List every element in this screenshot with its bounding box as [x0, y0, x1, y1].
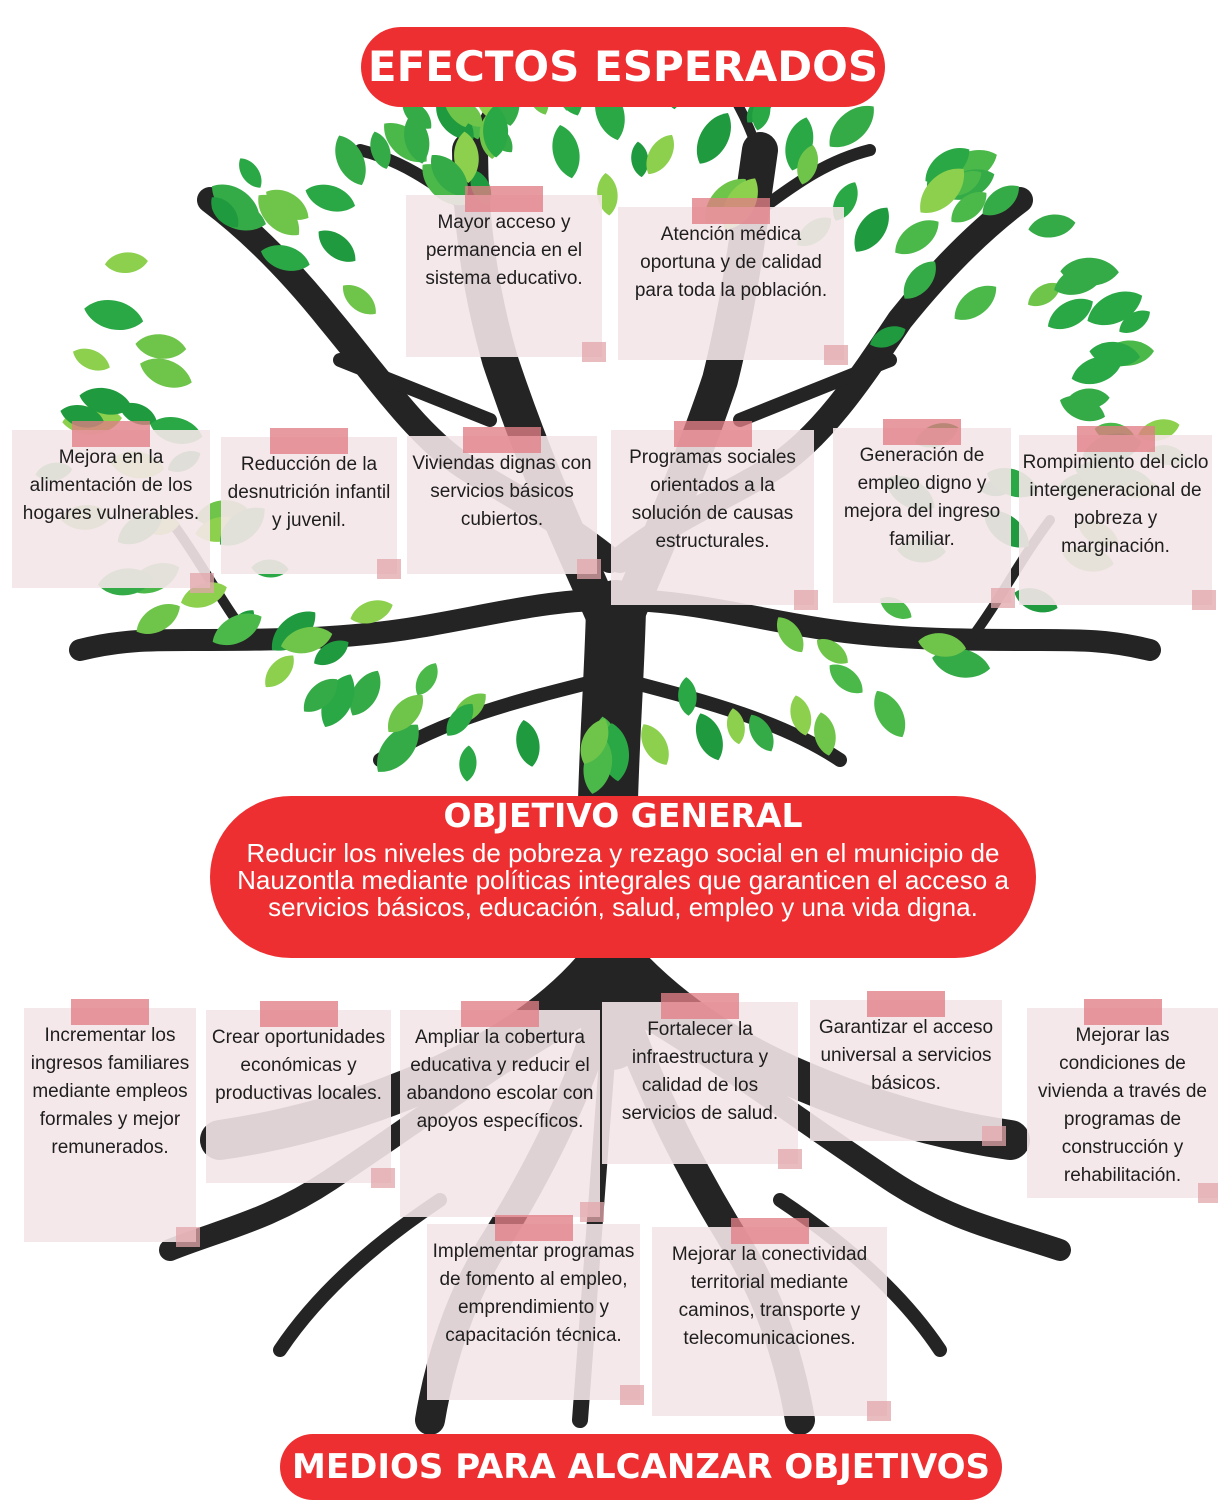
leaf	[335, 135, 366, 186]
leaf	[1028, 214, 1076, 238]
leaf	[415, 663, 438, 696]
leaf	[918, 633, 967, 657]
leaf	[388, 695, 423, 732]
leaf	[211, 197, 239, 228]
leaf	[457, 100, 483, 127]
leaf	[314, 640, 349, 665]
leaf	[280, 626, 333, 654]
means-note: Implementar programas de fomento al empl…	[427, 1215, 644, 1405]
leaf	[104, 252, 148, 273]
leaf	[349, 670, 381, 716]
general-objective-text: Reducir los niveles de pobreza y rezago …	[237, 838, 1009, 922]
leaf	[1066, 388, 1110, 409]
leaf	[212, 613, 262, 646]
leaf	[321, 674, 355, 728]
leaf	[343, 285, 376, 315]
leaf	[870, 326, 906, 348]
leaf	[459, 745, 477, 782]
leaf	[895, 220, 939, 255]
effect-note: Mayor acceso y permanencia en el sistema…	[406, 186, 606, 362]
leaf	[790, 695, 812, 736]
means-note: Crear oportunidades económicas y product…	[206, 1001, 395, 1188]
leaf	[777, 617, 804, 653]
means-note: Incrementar los ingresos familiares medi…	[24, 999, 200, 1247]
leaf	[920, 168, 965, 213]
means-note: Ampliar la cobertura educativa y reducir…	[400, 1001, 604, 1222]
leaf	[136, 604, 180, 634]
leaf	[814, 712, 836, 756]
leaf	[982, 185, 1019, 216]
means-note: Garantizar el acceso universal a servici…	[810, 991, 1006, 1146]
leaf	[318, 230, 356, 262]
general-objective-title: OBJETIVO GENERAL	[443, 796, 803, 835]
leaf	[726, 708, 745, 745]
leaf	[265, 655, 294, 688]
effect-note: Generación de empleo digno y mejora del …	[833, 419, 1015, 608]
leaf	[678, 677, 697, 716]
means-note: Mejorar las condiciones de vivienda a tr…	[1027, 999, 1218, 1203]
leaf	[797, 145, 818, 185]
leaf	[483, 105, 509, 158]
leaf	[749, 714, 774, 752]
leaf	[303, 678, 338, 712]
leaf	[260, 245, 310, 271]
effect-note: Reducción de la desnutrición infantil y …	[221, 428, 401, 579]
leaf	[631, 141, 649, 178]
means-note: Mejorar la conectividad territorial medi…	[652, 1218, 891, 1421]
leaf	[370, 131, 391, 169]
leaf	[816, 639, 848, 664]
leaf	[696, 713, 723, 761]
means-note: Fortalecer la infraestructura y calidad …	[602, 993, 802, 1169]
leaf	[954, 285, 997, 320]
leaf	[239, 158, 262, 188]
leaf	[1028, 283, 1061, 306]
leaf	[222, 187, 248, 215]
leaf	[903, 261, 936, 299]
leaf	[79, 387, 132, 415]
leaf	[140, 358, 192, 388]
leaf	[641, 724, 669, 765]
leaf	[271, 611, 316, 651]
general-objective-box: OBJETIVO GENERAL Reducir los niveles de …	[210, 796, 1036, 958]
leaf	[1087, 291, 1143, 326]
leaf	[951, 192, 987, 223]
leaf	[402, 100, 432, 129]
leaf	[854, 207, 889, 252]
leaf	[305, 184, 356, 212]
leaf	[350, 600, 393, 624]
expected-effects-header: EFECTOS ESPERADOS	[361, 27, 885, 107]
leaf	[597, 172, 618, 216]
leaf	[580, 718, 609, 764]
leaf	[874, 690, 906, 738]
effect-note: Programas sociales orientados a la soluc…	[611, 421, 818, 610]
leaf	[377, 724, 419, 772]
effect-note: Viviendas dignas con servicios básicos c…	[407, 427, 601, 579]
leaf	[430, 155, 469, 197]
leaf	[1119, 310, 1150, 333]
leaf	[436, 103, 474, 140]
leaf	[646, 134, 674, 175]
leaf	[266, 189, 309, 220]
means-footer: MEDIOS PARA ALCANZAR OBJETIVOS	[280, 1434, 1002, 1500]
effect-note: Rompimiento del ciclo intergeneracional …	[1019, 426, 1216, 610]
leaf	[696, 113, 731, 164]
leaf	[552, 124, 580, 179]
leaf	[829, 105, 874, 148]
leaf	[258, 194, 300, 236]
leaf	[1054, 265, 1106, 295]
leaf	[516, 720, 540, 767]
leaf	[73, 348, 110, 371]
leaf	[84, 300, 144, 330]
leaf	[925, 148, 970, 183]
leaf	[446, 703, 474, 736]
leaf	[1089, 341, 1141, 367]
leaf	[1047, 298, 1093, 330]
leaf	[829, 664, 863, 694]
leaf	[135, 334, 187, 359]
effect-note: Atención médica oportuna y de calidad pa…	[618, 198, 848, 365]
effect-note: Mejora en la alimentación de los hogares…	[12, 421, 214, 593]
